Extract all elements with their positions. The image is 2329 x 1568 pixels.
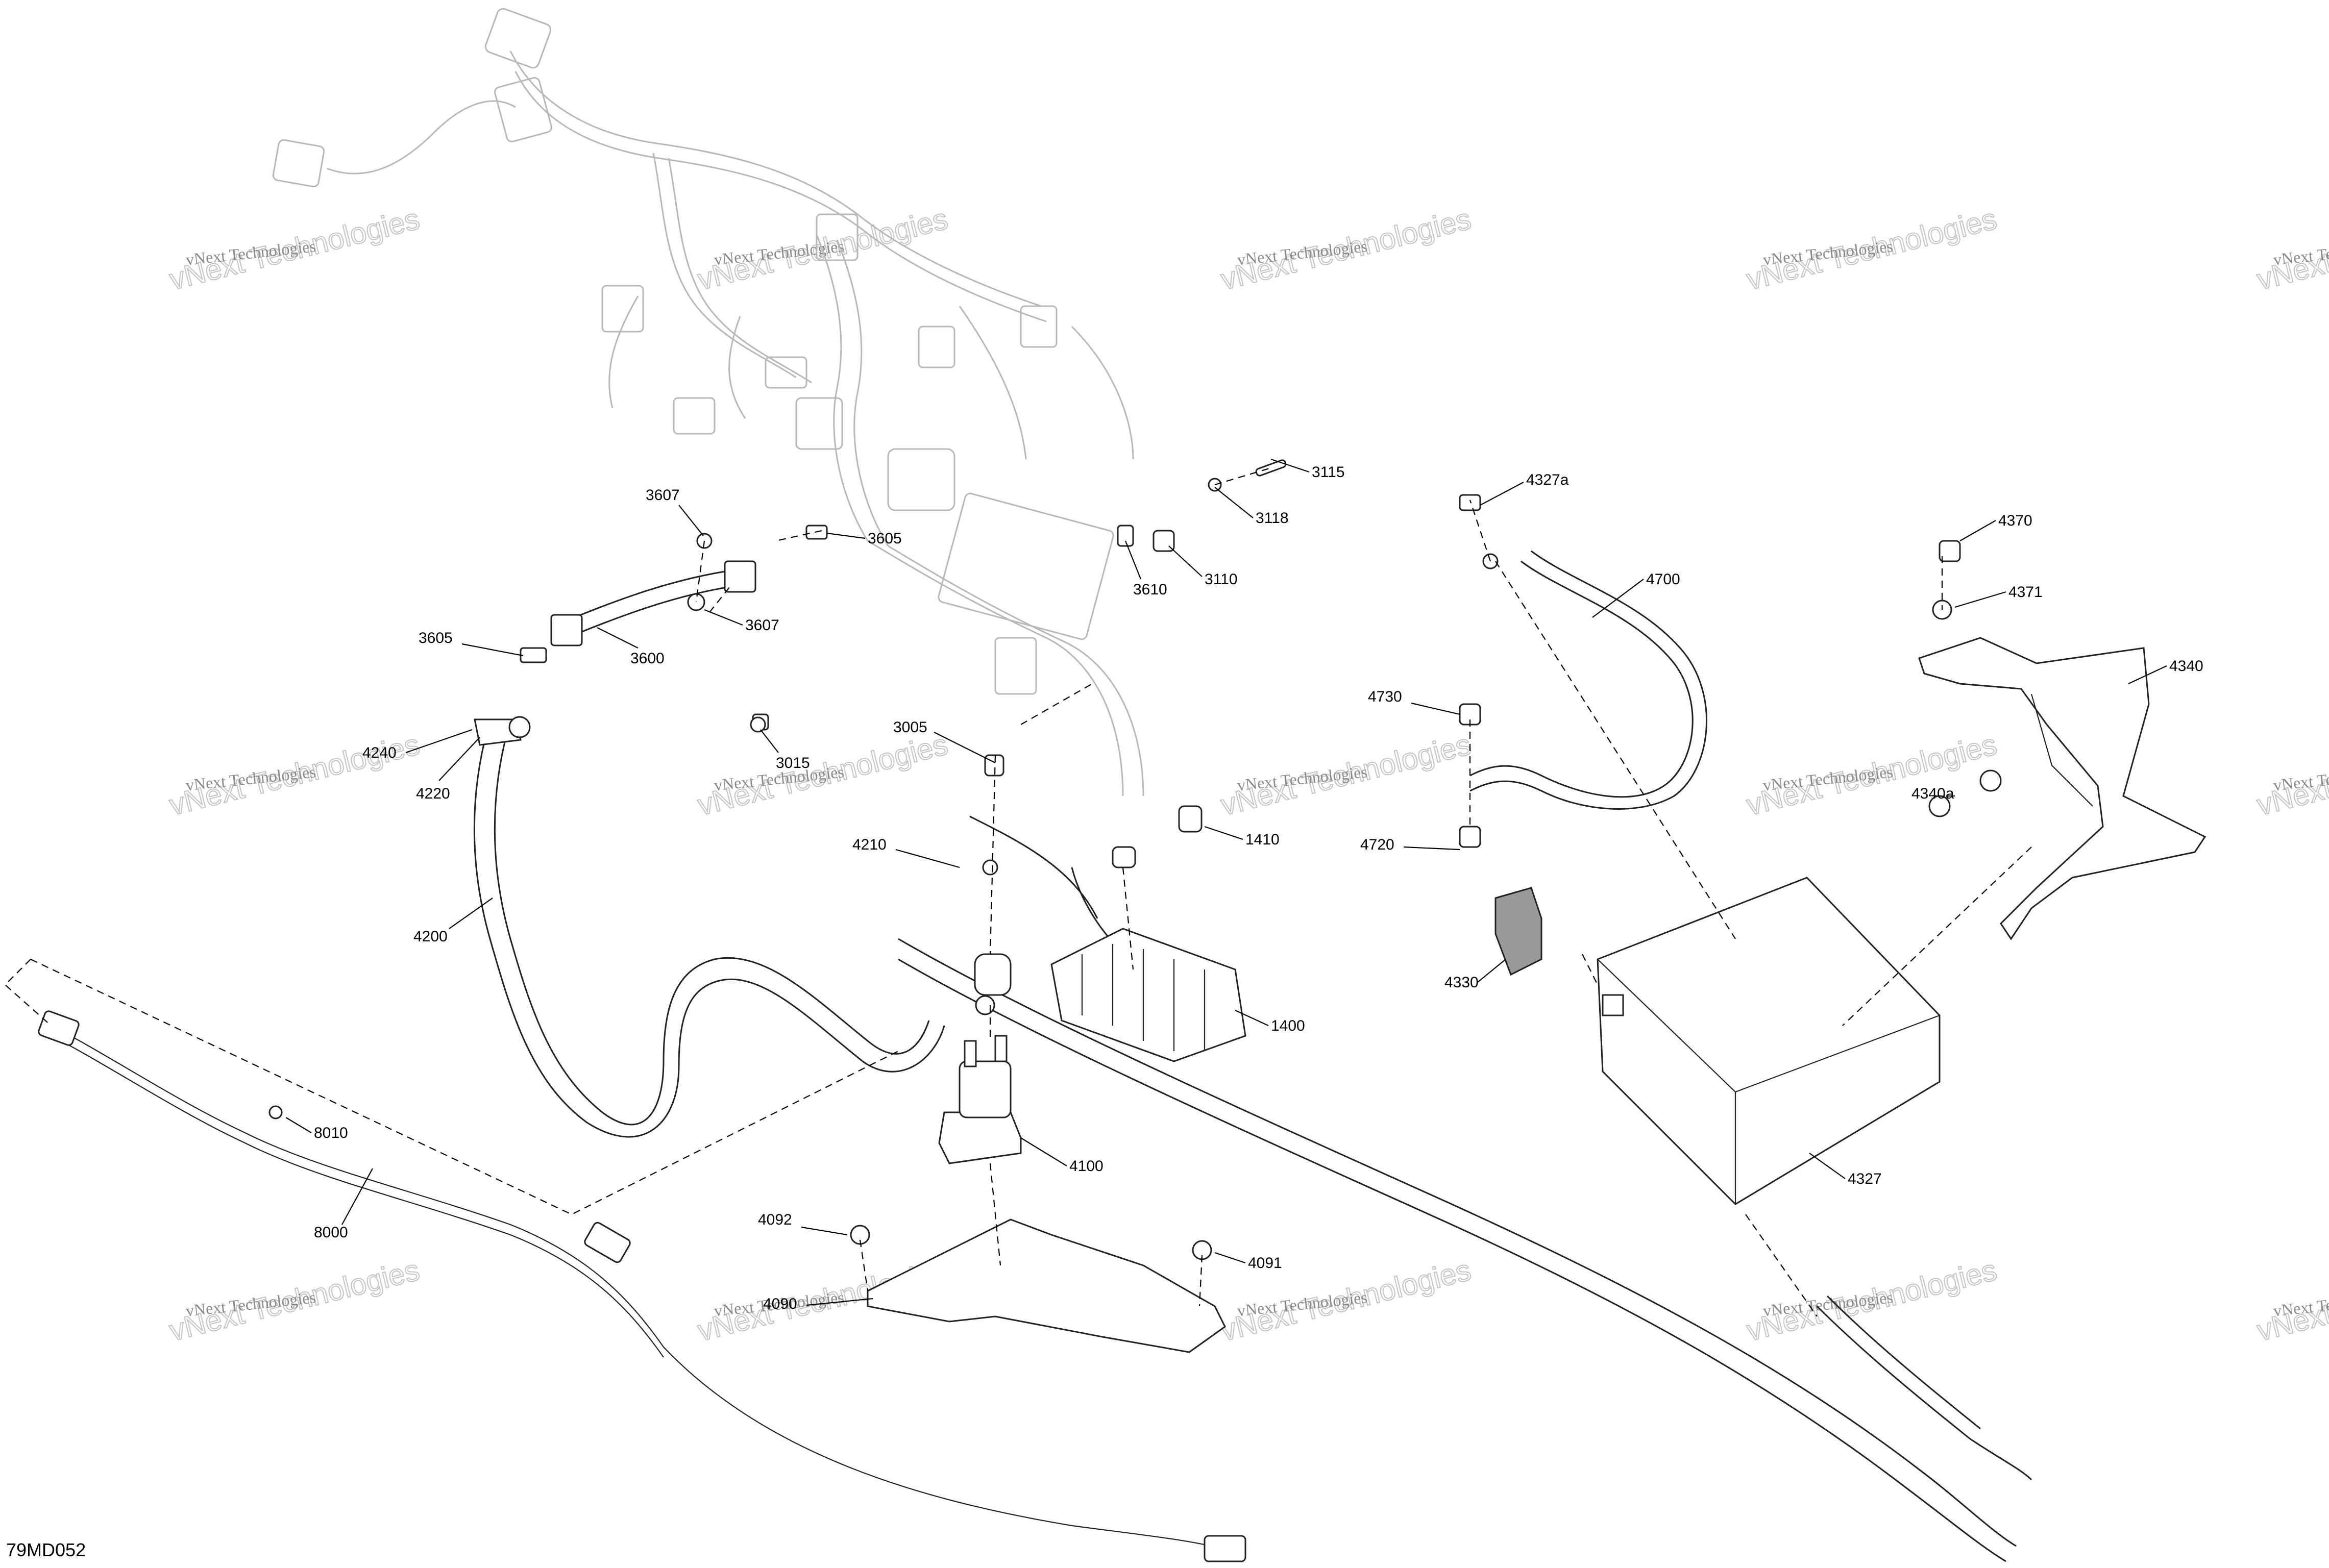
leader-line [760, 729, 779, 753]
leader-line [449, 898, 493, 929]
part-number-label: 4371 [2008, 584, 2043, 601]
part-number-label: 4092 [758, 1211, 792, 1228]
bracket-4090 [867, 1218, 1226, 1353]
leader-line [597, 627, 639, 649]
leader-line [1959, 520, 1996, 541]
leader-line [405, 729, 473, 754]
terminal-cap-4330 [1494, 887, 1542, 976]
leader-line [1480, 482, 1524, 506]
part-number-label: 3110 [1205, 571, 1238, 588]
leader-line [2128, 665, 2167, 684]
leader-line [1235, 1010, 1269, 1026]
part-number-label: 4327 [1848, 1171, 1882, 1187]
part-number-label: 3118 [1256, 510, 1289, 527]
part-number-label: 4240 [362, 744, 397, 761]
leader-line [826, 532, 866, 539]
fasteners [268, 459, 2002, 1260]
cable-4700 [1469, 550, 1708, 810]
cable-4200 [473, 716, 945, 1138]
leader-line [678, 505, 704, 536]
part-number-label: 3605 [419, 630, 453, 646]
fuse-holder-4210 [974, 953, 1012, 996]
leader-line [1124, 540, 1142, 580]
leader-line [1214, 1252, 1246, 1264]
main-wiring-harness [272, 8, 1144, 797]
leader-line [704, 609, 743, 626]
part-number-label: 3607 [745, 617, 779, 634]
leader-line [438, 737, 480, 781]
part-number-label: 3607 [646, 487, 680, 504]
part-number-label: 4720 [1360, 836, 1394, 853]
leader-line [934, 732, 996, 763]
voltage-regulator-1400 [1050, 928, 1246, 1062]
part-number-label: 4330 [1444, 974, 1479, 991]
part-number-label: 1400 [1271, 1017, 1305, 1034]
leader-line [1214, 487, 1254, 518]
part-callouts: 3115 3118 3110 3610 3607 3605 3607 3605 3600 3005… [285, 458, 2203, 1312]
part-number-label: 4091 [1248, 1255, 1282, 1272]
main-cable [898, 815, 2032, 1562]
leader-line [1020, 1137, 1067, 1166]
part-number-label: 4200 [413, 928, 448, 945]
cable-3600 [550, 560, 756, 646]
part-number-label: 4340a [1911, 785, 1954, 802]
solenoid-4100 [938, 1035, 1022, 1164]
leader-line [806, 1298, 873, 1306]
part-number-label: 3610 [1133, 581, 1167, 598]
part-number-label: 3015 [776, 755, 810, 771]
part-number-label: 4700 [1646, 571, 1680, 588]
leader-line [1809, 1153, 1846, 1179]
harness-8000 [38, 1010, 1246, 1562]
leader-line [461, 643, 524, 657]
leader-line [1592, 579, 1644, 618]
part-number-label: 4327a [1526, 471, 1569, 488]
leader-line [1411, 702, 1460, 715]
leader-line [1204, 826, 1243, 840]
part-number-label: 4370 [1998, 512, 2032, 529]
part-number-label: 3605 [868, 530, 902, 547]
part-number-label: 4210 [852, 836, 887, 853]
diagram-code: 79MD052 [6, 1539, 86, 1560]
battery-4327 [1597, 877, 1941, 1205]
leader-line [341, 1168, 373, 1225]
part-number-label: 3115 [1312, 464, 1345, 481]
leader-line [285, 1117, 312, 1133]
part-number-label: 4730 [1368, 688, 1402, 705]
part-number-label: 4220 [416, 785, 450, 802]
part-number-label: 8000 [314, 1224, 348, 1241]
leader-line [1403, 846, 1460, 851]
part-number-label: 4100 [1069, 1158, 1104, 1175]
part-number-label: 3005 [893, 719, 927, 736]
leader-line [1477, 959, 1506, 983]
part-number-label: 4340 [2169, 658, 2203, 675]
leader-line [1954, 591, 2006, 608]
leader-line [801, 1226, 848, 1236]
part-number-label: 1410 [1245, 831, 1280, 848]
assembly-lines [4, 467, 2032, 1317]
bracket-4340 [1918, 637, 2207, 940]
part-number-label: 4090 [763, 1296, 797, 1312]
part-number-label: 3600 [630, 650, 665, 667]
leader-line [895, 849, 960, 868]
leader-line [1270, 458, 1310, 473]
part-number-label: 8010 [314, 1125, 348, 1141]
leader-line [1168, 545, 1203, 577]
